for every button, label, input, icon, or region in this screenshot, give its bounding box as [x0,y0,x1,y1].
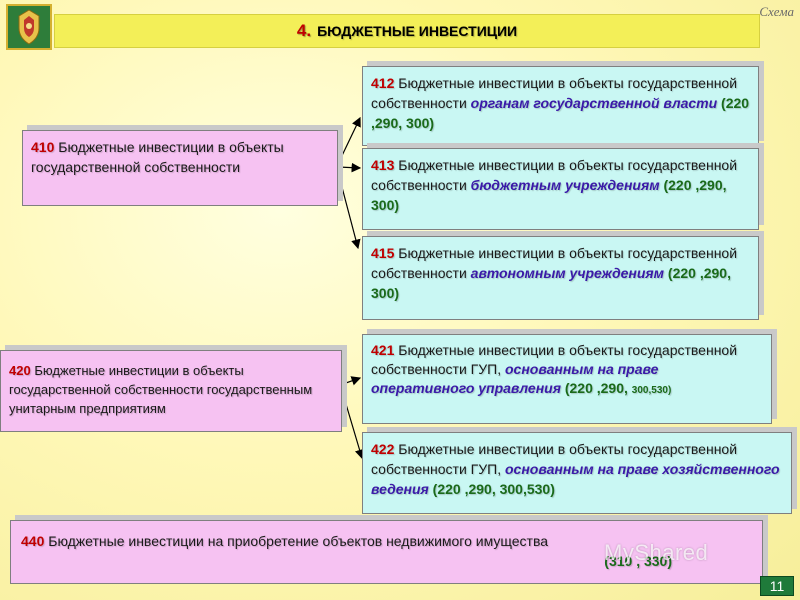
node-412: 412 Бюджетные инвестиции в объекты госуд… [362,66,759,146]
node-text: Бюджетные инвестиции в объекты государст… [9,363,313,416]
node-refs: (220 ,290, 300,530) [565,379,671,400]
node-refs: (220 ,290, 300,530) [432,481,555,497]
node-text: Бюджетные инвестиции на приобретение объ… [48,533,549,549]
node-code: 415 [371,245,395,261]
node-recipient: автономным учреждениям [470,265,665,281]
arrow-icon [342,393,365,460]
corner-label: Схема [759,4,794,19]
node-recipient: основанным на праве хозяйственного веден… [371,461,780,497]
node-code: 440 [21,533,45,549]
node-text: Бюджетные инвестиции в объекты государст… [371,441,738,477]
node-410: 410 Бюджетные инвестиции в объекты госуд… [22,130,338,206]
node-code: 420 [9,363,31,378]
node-refs: (220 ,290, 300) [371,265,731,301]
node-recipient: органам государственной власти [470,95,718,111]
arrow-icon [337,171,361,250]
node-413: 413 Бюджетные инвестиции в объекты госуд… [362,148,759,230]
node-text: Бюджетные инвестиции в объекты государст… [31,139,284,175]
node-refs-main: (220 ,290, [564,380,628,396]
title-number: 4. [296,21,312,40]
node-422: 422 Бюджетные инвестиции в объекты госуд… [362,432,792,514]
watermark: MyShared [604,540,709,565]
node-code: 421 [371,342,395,358]
node-text: Бюджетные инвестиции в объекты государст… [371,75,738,111]
page-title: БЮДЖЕТНЫЕ ИНВЕСТИЦИИ [317,23,518,39]
arrow-icon [337,162,362,173]
emblem-icon [6,4,52,50]
node-text: Бюджетные инвестиции в объекты государст… [371,157,738,193]
node-code: 413 [371,157,395,173]
node-code: 412 [371,75,395,91]
arrow-icon [337,116,361,165]
page-number: 11 [760,576,794,596]
node-recipient: основанным на праве оперативного управле… [371,361,659,396]
node-code: 410 [31,139,55,155]
node-440: 440 Бюджетные инвестиции на приобретение… [10,520,763,584]
node-421: 421 Бюджетные инвестиции в объекты госуд… [362,334,772,424]
node-420: 420 Бюджетные инвестиции в объекты госуд… [0,350,342,432]
node-text: Бюджетные инвестиции в объекты государст… [371,342,738,377]
arrow-icon [342,376,362,386]
node-refs: (220 ,290, 300) [371,95,750,131]
node-415: 415 Бюджетные инвестиции в объекты госуд… [362,236,759,320]
title-bar: 4. БЮДЖЕТНЫЕ ИНВЕСТИЦИИ [54,14,760,48]
node-refs-small: 300,530) [631,385,672,396]
node-code: 422 [371,441,395,457]
node-recipient: бюджетным учреждениям [470,177,660,193]
node-refs: (310 , 330) [604,553,672,569]
node-refs: (220 ,290, 300) [371,177,727,213]
node-text: Бюджетные инвестиции в объекты государст… [371,245,738,281]
